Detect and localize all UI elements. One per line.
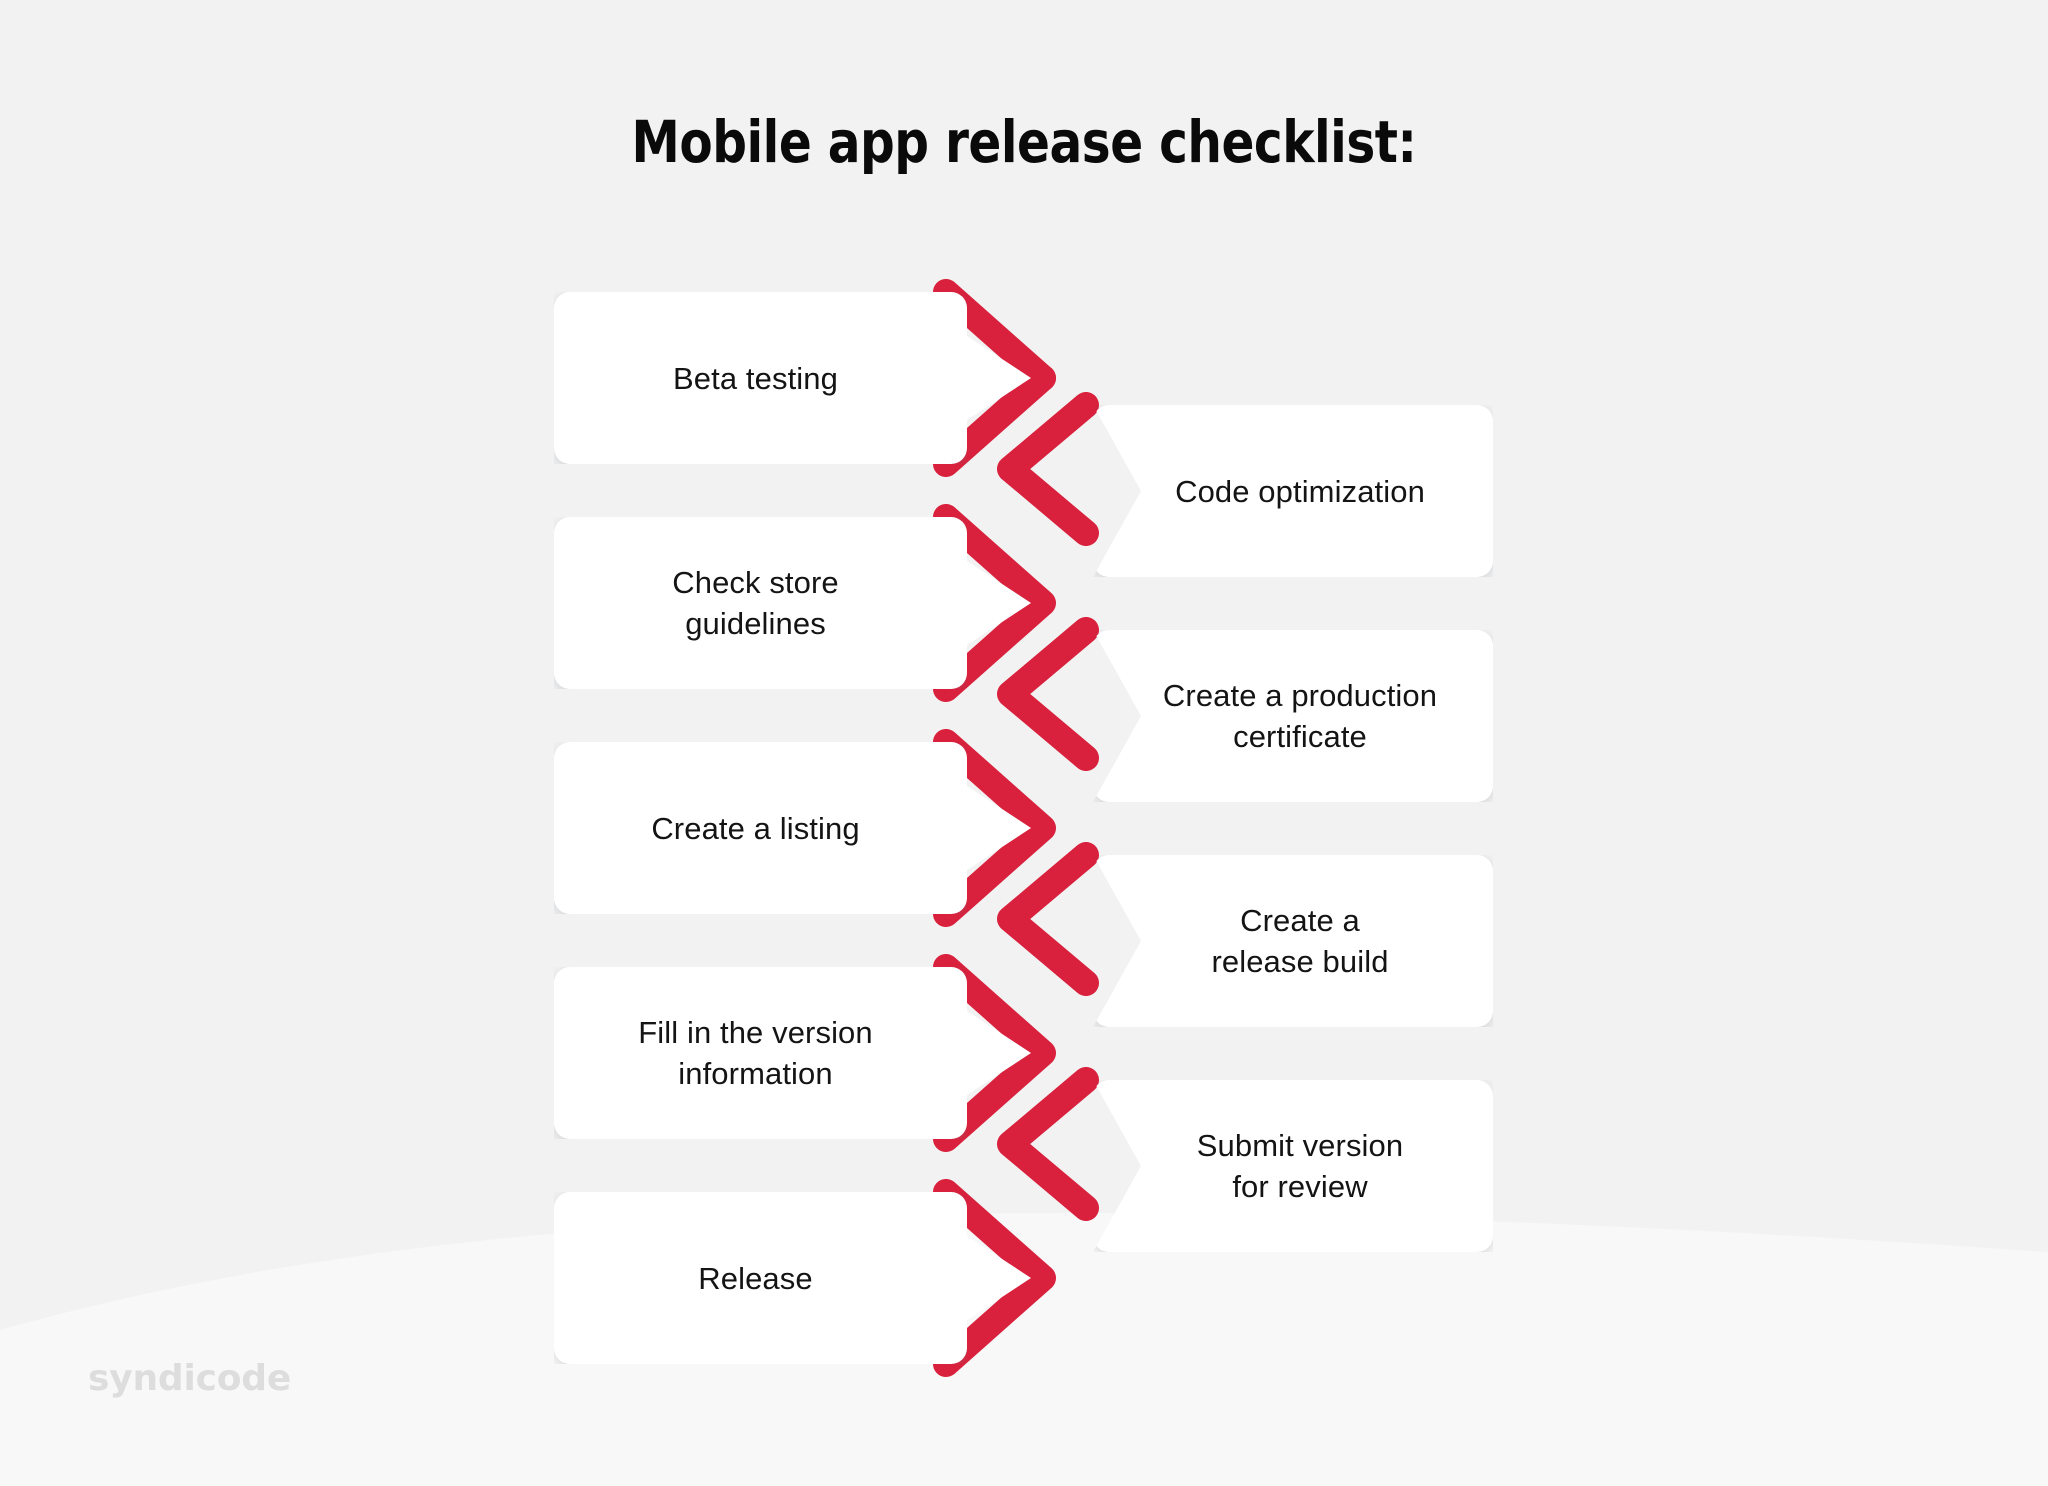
step-card-create-a-release-build[interactable]: Create a release build xyxy=(1093,855,1493,1027)
step-label: Check store guidelines xyxy=(672,565,839,641)
brand-logo: syndicode xyxy=(88,1358,292,1399)
step-card-create-a-production-certificate[interactable]: Create a production certificate xyxy=(1093,630,1493,802)
page-title: Mobile app release checklist: xyxy=(631,108,1417,176)
step-label: Fill in the version information xyxy=(638,1015,873,1091)
step-label: Submit version for review xyxy=(1196,1128,1404,1204)
step-label: Create a release build xyxy=(1211,903,1389,979)
step-card-beta-testing[interactable]: Beta testing xyxy=(554,292,967,464)
step-label: Beta testing xyxy=(673,360,838,396)
step-label: Code optimization xyxy=(1175,473,1425,509)
step-card-fill-in-version-information[interactable]: Fill in the version information xyxy=(554,967,967,1139)
step-label: Create a production certificate xyxy=(1162,678,1438,754)
step-card-code-optimization[interactable]: Code optimization xyxy=(1093,405,1493,577)
step-card-release[interactable]: Release xyxy=(554,1192,967,1364)
step-label: Release xyxy=(698,1260,813,1296)
step-card-create-a-listing[interactable]: Create a listing xyxy=(554,742,967,914)
step-card-check-store-guidelines[interactable]: Check store guidelines xyxy=(554,517,967,689)
step-card-submit-version-for-review[interactable]: Submit version for review xyxy=(1093,1080,1493,1252)
step-label: Create a listing xyxy=(651,810,860,846)
